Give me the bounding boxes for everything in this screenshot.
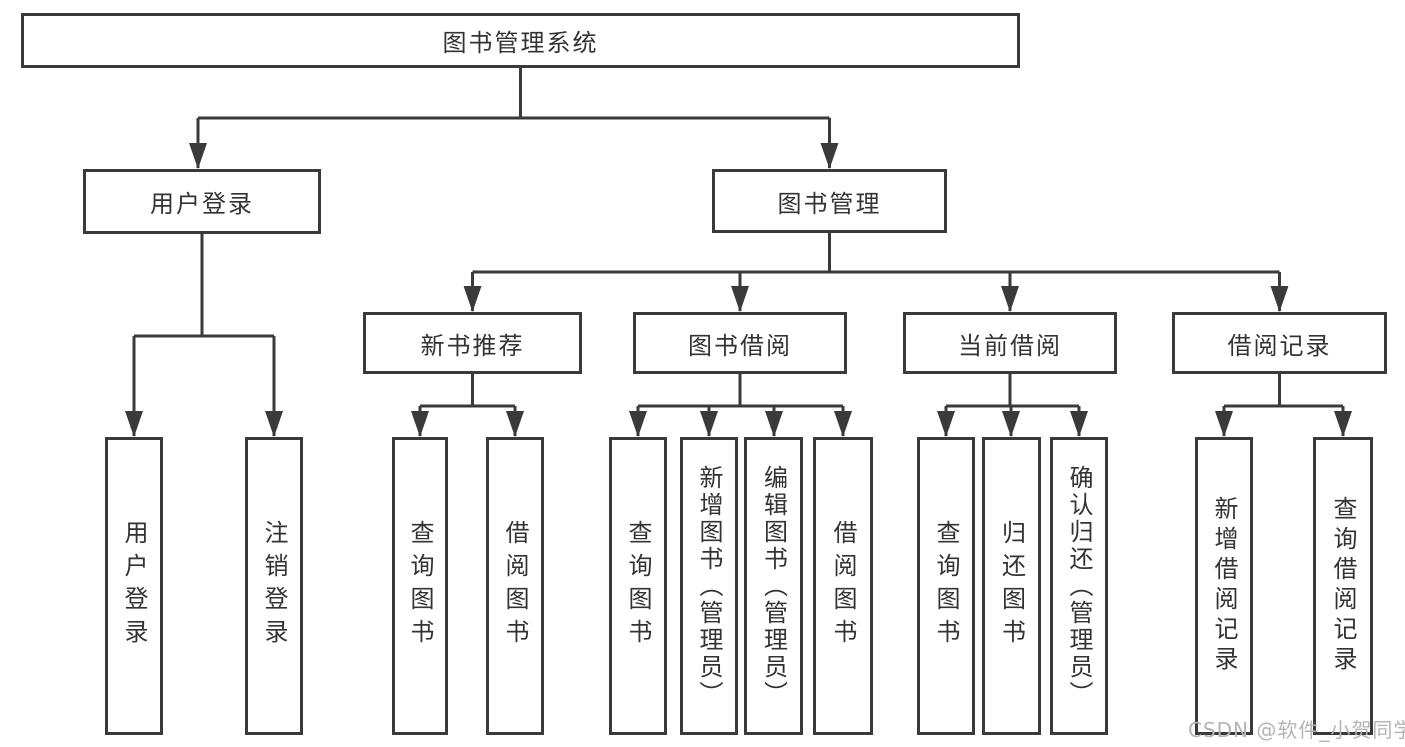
node-new-book-recommend-label: 新书推荐 — [420, 331, 525, 360]
leaf-query-borrow-record-label: 查询借阅记录 — [1329, 496, 1357, 676]
leaf-add-borrow-record: 新增借阅记录 — [1195, 437, 1253, 735]
leaf-query-books-3-label: 查询图书 — [932, 520, 960, 652]
leaf-user-login: 用户登录 — [105, 437, 163, 735]
leaf-logout-label: 注销登录 — [260, 520, 288, 652]
leaf-return-books-label: 归还图书 — [997, 520, 1026, 652]
connector-arrows — [125, 118, 1352, 437]
node-current-borrow-label: 当前借阅 — [958, 331, 1062, 360]
node-current-borrow: 当前借阅 — [903, 312, 1117, 374]
leaf-add-borrow-record-label: 新增借阅记录 — [1210, 496, 1238, 676]
node-user-login-label: 用户登录 — [150, 190, 254, 218]
leaf-query-books-1: 查询图书 — [392, 437, 448, 735]
node-user-login: 用户登录 — [83, 169, 321, 234]
node-root-system: 图书管理系统 — [21, 13, 1020, 68]
node-borrow-record: 借阅记录 — [1172, 312, 1387, 374]
node-book-manage-label: 图书管理 — [777, 189, 882, 218]
leaf-edit-books-admin-label: 编辑图书（管理员） — [759, 464, 788, 708]
leaf-add-books-admin-label: 新增图书（管理员） — [695, 464, 723, 708]
leaf-borrow-books-1: 借阅图书 — [486, 437, 544, 735]
leaf-query-books-1-label: 查询图书 — [406, 520, 434, 652]
leaf-add-books-admin: 新增图书（管理员） — [680, 437, 738, 735]
leaf-borrow-books-1-label: 借阅图书 — [501, 520, 529, 652]
node-book-borrow: 图书借阅 — [633, 312, 847, 374]
node-root-system-label: 图书管理系统 — [442, 29, 599, 57]
node-book-borrow-label: 图书借阅 — [688, 331, 792, 360]
leaf-confirm-return-admin: 确认归还（管理员） — [1050, 437, 1108, 735]
leaf-query-borrow-record: 查询借阅记录 — [1313, 437, 1373, 735]
leaf-return-books: 归还图书 — [982, 437, 1041, 735]
leaf-logout: 注销登录 — [245, 437, 303, 735]
watermark-text: CSDN @软件_小贺同学 — [1188, 718, 1405, 742]
node-book-manage: 图书管理 — [712, 169, 947, 233]
leaf-user-login-label: 用户登录 — [120, 520, 148, 652]
node-new-book-recommend: 新书推荐 — [363, 312, 582, 374]
node-borrow-record-label: 借阅记录 — [1227, 331, 1332, 360]
leaf-edit-books-admin: 编辑图书（管理员） — [744, 437, 803, 735]
leaf-query-books-2-label: 查询图书 — [624, 520, 652, 652]
leaf-query-books-2: 查询图书 — [609, 437, 667, 735]
leaf-confirm-return-admin-label: 确认归还（管理员） — [1065, 464, 1093, 708]
leaf-query-books-3: 查询图书 — [917, 437, 975, 735]
leaf-borrow-books-2-label: 借阅图书 — [829, 520, 857, 652]
leaf-borrow-books-2: 借阅图书 — [813, 437, 873, 735]
